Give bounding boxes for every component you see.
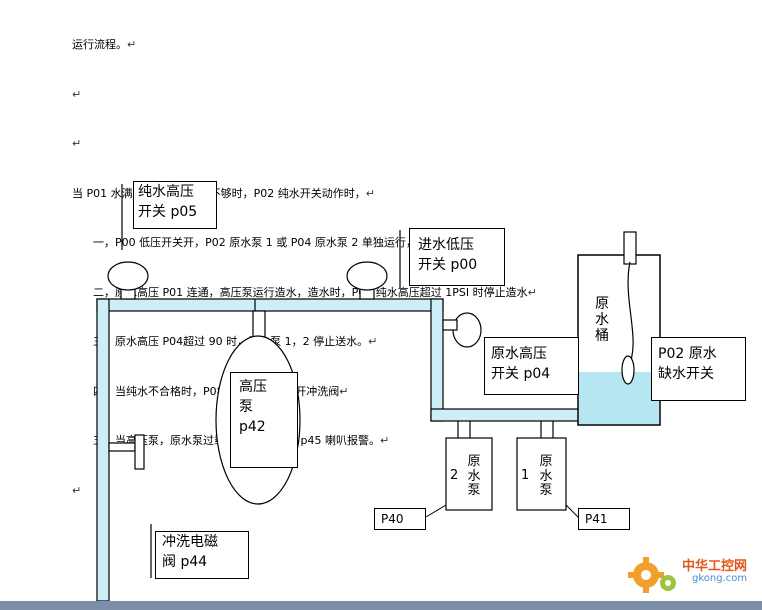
pump-1-number: 1 (521, 468, 530, 483)
pump-2-tag: P40 (374, 508, 426, 530)
pure-water-switch-dome (107, 261, 149, 291)
watermark-cn: 中华工控网 (682, 559, 748, 574)
tank-water (579, 372, 659, 424)
doc-line-blank: ↵ (72, 87, 82, 101)
doc-line-step-2: 二，原水高压 P01 连通，高压泵运行造水，造水时，P05 纯水高压超过 1PS… (93, 285, 537, 299)
raw-pump-1 (516, 437, 567, 511)
inlet-lp-switch-label: 进水低压 开关 p00 (409, 228, 505, 286)
hp-pump-label: 高压 泵 p42 (230, 372, 298, 468)
pump-2-number: 2 (450, 468, 459, 483)
left-pipe (96, 298, 110, 602)
doc-line-step-1: 一，P00 低压开关开，P02 原水泵 1 或 P04 原水泵 2 单独运行，↵ (93, 236, 426, 249)
pure-water-hp-switch-label: 纯水高压 开关 p05 (133, 181, 217, 229)
inlet-switch-dome (346, 261, 388, 291)
flush-valve-label: 冲洗电磁 阀 p44 (155, 531, 249, 579)
float-ball (621, 355, 635, 385)
raw-water-hp-switch-label: 原水高压 开关 p04 (484, 337, 579, 395)
doc-line-title: 运行流程。↵ (72, 38, 137, 51)
raw-pump-2 (445, 437, 493, 511)
top-pipe (96, 298, 444, 312)
gear-icon (628, 557, 676, 593)
gkong-watermark: 中华工控网 gkong.com (626, 553, 760, 601)
raw-tank-label: 原 水 桶 (595, 296, 609, 344)
window-bottom-bar (0, 601, 762, 610)
tank-feed-pipe (430, 408, 580, 422)
doc-line-blank: ↵ (72, 137, 82, 150)
pump-2-name: 原 水 泵 (467, 454, 481, 498)
watermark-en: gkong.com (692, 573, 748, 584)
raw-low-water-switch-label: P02 原水 缺水开关 (651, 337, 746, 401)
right-pipe (430, 298, 444, 422)
doc-line-blank: ↵ (72, 483, 82, 497)
pump-1-name: 原 水 泵 (539, 454, 553, 498)
pump-1-tag: P41 (578, 508, 630, 530)
